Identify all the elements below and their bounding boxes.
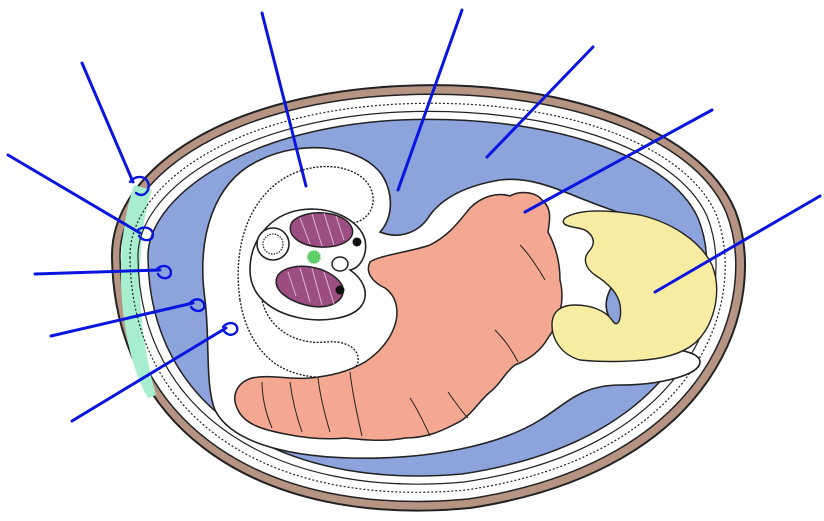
pointer-line-1 <box>82 63 133 182</box>
small-white-ring <box>332 257 348 271</box>
green-dot <box>307 250 321 264</box>
ringed-tube-inner <box>263 234 283 254</box>
lower-black-dot <box>336 286 345 295</box>
pointer-line-2 <box>8 155 140 233</box>
upper-black-dot <box>353 238 362 247</box>
upper-purple-body <box>290 213 352 247</box>
